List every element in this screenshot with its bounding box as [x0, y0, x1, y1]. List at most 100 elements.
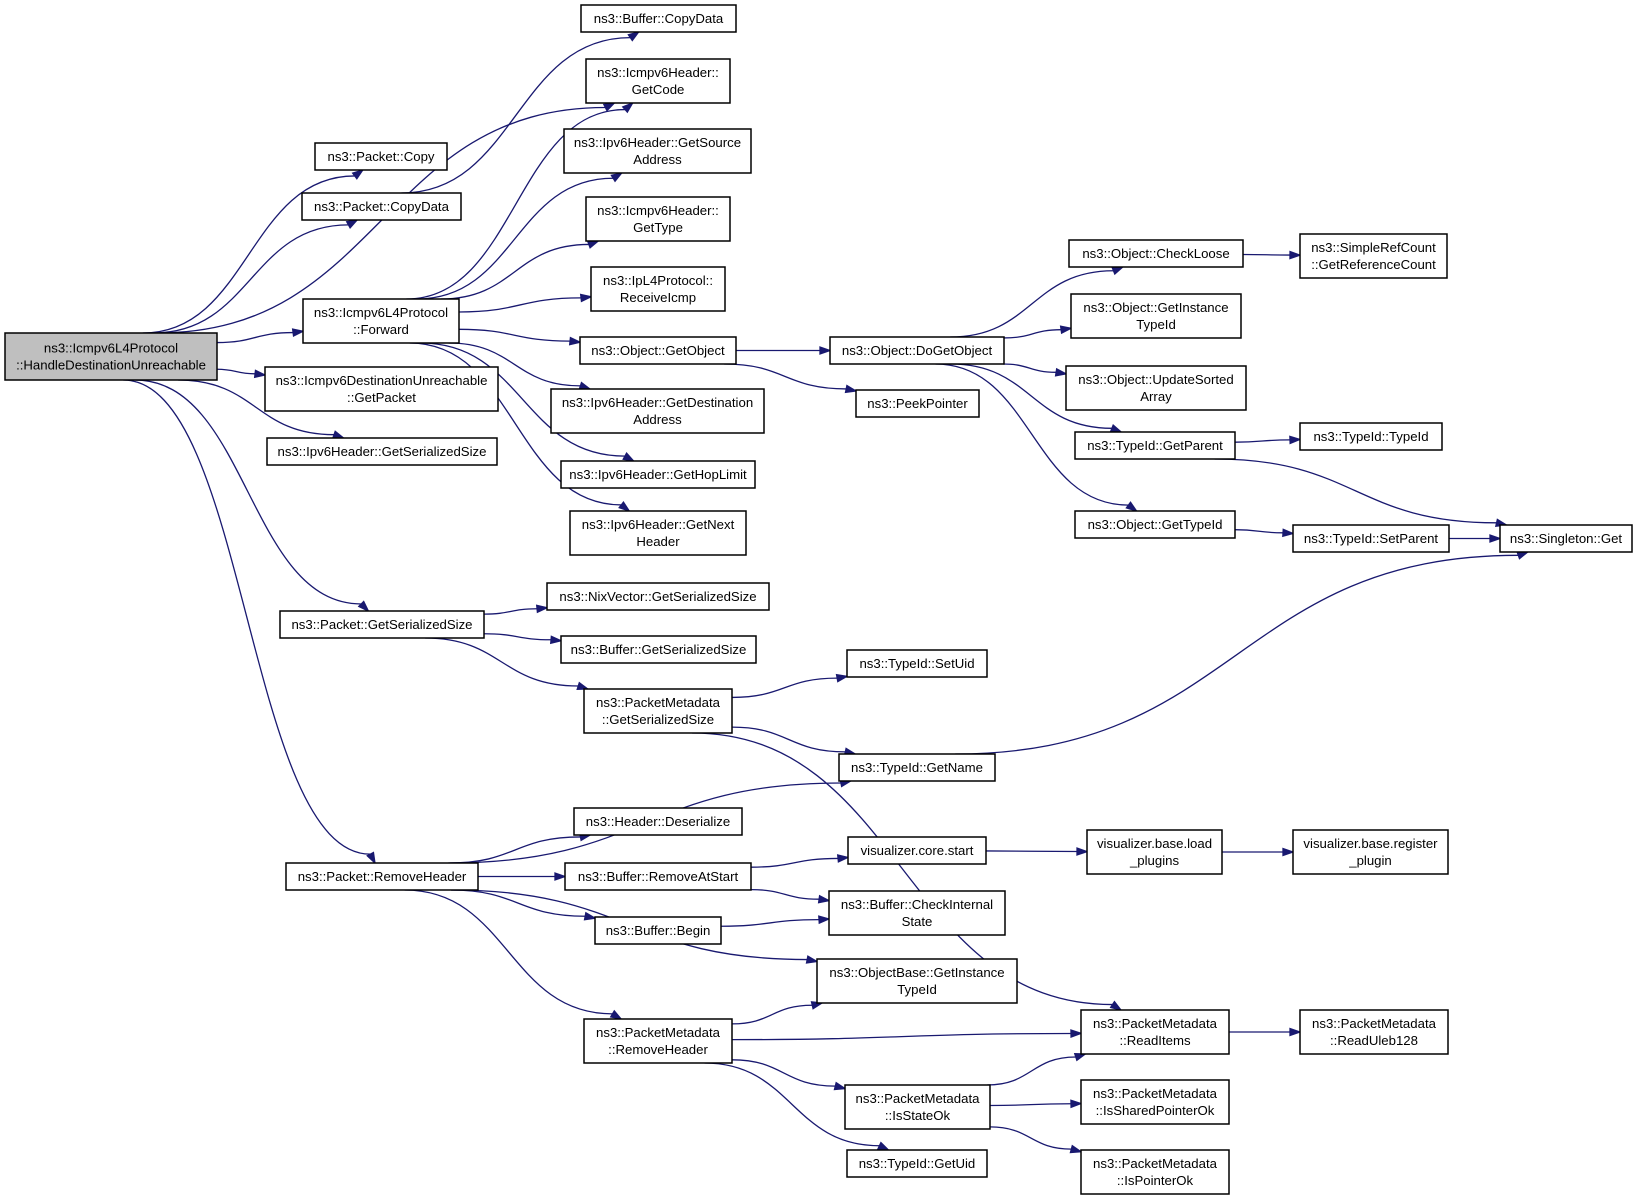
node-label: ns3::Ipv6Header::GetSerializedSize: [278, 444, 487, 459]
edge-line: [731, 726, 846, 753]
edge-arrowhead: [586, 240, 601, 249]
node-box: [1292, 829, 1449, 875]
node-object-gettypeid[interactable]: ns3::Object::GetTypeId: [1074, 510, 1236, 539]
edge-forward-to-ipv6_gethoplimit: [420, 342, 636, 462]
node-label: ns3::PacketMetadata: [856, 1091, 981, 1106]
edge-root-to-packet_removeheader: [123, 379, 376, 865]
node-box: [560, 460, 756, 489]
node-box: [1068, 239, 1244, 268]
node-packet-copy[interactable]: ns3::Packet::Copy: [314, 142, 448, 171]
node-buffer-copydata[interactable]: ns3::Buffer::CopyData: [580, 4, 737, 33]
node-label: GetCode: [632, 82, 685, 97]
node-typeid-getuid[interactable]: ns3::TypeId::GetUid: [846, 1149, 988, 1178]
node-root[interactable]: ns3::Icmpv6L4Protocol::HandleDestination…: [4, 332, 218, 381]
node-pm-isstateok[interactable]: ns3::PacketMetadata::IsStateOk: [844, 1084, 991, 1130]
node-typeid-getparent[interactable]: ns3::TypeId::GetParent: [1074, 431, 1236, 460]
edge-arrowhead: [357, 600, 370, 613]
node-box: [569, 510, 747, 556]
edge-line: [750, 888, 820, 900]
node-box: [1299, 233, 1448, 279]
node-pm-removeheader[interactable]: ns3::PacketMetadata::RemoveHeader: [583, 1018, 733, 1064]
edge-arrowhead: [817, 894, 831, 904]
node-simplerefcount[interactable]: ns3::SimpleRefCount::GetReferenceCount: [1299, 233, 1448, 279]
node-ipv6-gethoplimit[interactable]: ns3::Ipv6Header::GetHopLimit: [560, 460, 756, 489]
node-singleton-get[interactable]: ns3::Singleton::Get: [1499, 524, 1633, 553]
node-object-checkloose[interactable]: ns3::Object::CheckLoose: [1068, 239, 1244, 268]
edge-line: [420, 342, 625, 457]
edge-arrowhead: [1282, 847, 1295, 857]
node-typeid-getname[interactable]: ns3::TypeId::GetName: [838, 753, 996, 782]
node-label: ns3::Icmpv6Header::: [597, 203, 719, 218]
node-label: ns3::Ipv6Header::GetNext: [582, 517, 735, 532]
node-label: ns3::Singleton::Get: [1510, 531, 1623, 546]
node-object-getobject[interactable]: ns3::Object::GetObject: [579, 336, 737, 365]
node-buffer-removeatstart[interactable]: ns3::Buffer::RemoveAtStart: [564, 862, 752, 891]
node-box: [563, 128, 752, 174]
node-label: Header: [636, 534, 680, 549]
node-label: ns3::Ipv6Header::GetDestination: [562, 395, 753, 410]
node-typeid-typeid[interactable]: ns3::TypeId::TypeId: [1299, 422, 1443, 451]
edge-typeid_getparent-to-singleton_get: [1214, 458, 1509, 527]
edge-arrowhead: [351, 168, 365, 180]
node-pm-issharedpointerok[interactable]: ns3::PacketMetadata::IsSharedPointerOk: [1080, 1079, 1230, 1125]
edge-arrowhead: [1289, 250, 1302, 260]
edge-line: [440, 243, 589, 300]
node-visualizer-register-plugin[interactable]: visualizer.base.register_plugin: [1292, 829, 1449, 875]
node-pm-readuleb128[interactable]: ns3::PacketMetadata::ReadUleb128: [1299, 1009, 1449, 1055]
edge-arrowhead: [1516, 551, 1530, 560]
edge-arrowhead: [844, 384, 858, 394]
node-packet-removeheader[interactable]: ns3::Packet::RemoveHeader: [285, 862, 479, 891]
node-label: ::ReadItems: [1119, 1033, 1191, 1048]
node-label: TypeId: [897, 982, 937, 997]
node-box: [1080, 1149, 1230, 1195]
edge-arrowhead: [331, 430, 346, 439]
node-visualizer-core-start[interactable]: visualizer.core.start: [847, 836, 987, 865]
node-packet-copydata[interactable]: ns3::Packet::CopyData: [301, 192, 462, 221]
node-ipv6-getserializedsize[interactable]: ns3::Ipv6Header::GetSerializedSize: [266, 437, 498, 466]
node-box: [590, 266, 726, 312]
node-label: ns3::Icmpv6L4Protocol: [314, 305, 448, 320]
edge-pm_removeheader-to-objectbase_getinstancetypeid: [731, 1001, 824, 1025]
node-pm-ispointerok[interactable]: ns3::PacketMetadata::IsPointerOk: [1080, 1149, 1230, 1195]
node-visualizer-load-plugins[interactable]: visualizer.base.load_plugins: [1086, 829, 1223, 875]
node-label: State: [902, 914, 933, 929]
node-icmpv6-getcode[interactable]: ns3::Icmpv6Header::GetCode: [585, 58, 731, 104]
node-box: [838, 753, 996, 782]
node-label: ns3::Packet::GetSerializedSize: [291, 617, 472, 632]
node-packet-getserializedsize[interactable]: ns3::Packet::GetSerializedSize: [279, 610, 485, 639]
node-du-getpacket[interactable]: ns3::Icmpv6DestinationUnreachable::GetPa…: [264, 366, 499, 412]
node-label: ns3::TypeId::TypeId: [1313, 429, 1428, 444]
node-label: ns3::PacketMetadata: [596, 695, 721, 710]
node-nixvector-getserializedsize[interactable]: ns3::NixVector::GetSerializedSize: [546, 582, 770, 611]
edge-object_getobject-to-object_dogetobject: [736, 346, 832, 355]
node-buffer-getserializedsize[interactable]: ns3::Buffer::GetSerializedSize: [560, 635, 757, 664]
edge-pm_removeheader-to-pm_readitems: [731, 1029, 1083, 1041]
node-typeid-setparent[interactable]: ns3::TypeId::SetParent: [1292, 524, 1450, 553]
edge-packet_removeheader-to-buffer_removeatstart: [478, 872, 567, 881]
node-ipl4-receiveicmp[interactable]: ns3::IpL4Protocol::ReceiveIcmp: [590, 266, 726, 312]
node-label: ns3::TypeId::GetParent: [1087, 438, 1223, 453]
edge-forward-to-ipv6_getsource: [416, 171, 624, 300]
node-icmpv6-gettype[interactable]: ns3::Icmpv6Header::GetType: [585, 196, 731, 242]
node-label: ns3::TypeId::GetName: [851, 760, 983, 775]
node-label: ns3::PeekPointer: [867, 396, 968, 411]
node-pm-readitems[interactable]: ns3::PacketMetadata::ReadItems: [1080, 1009, 1230, 1055]
node-header-deserialize[interactable]: ns3::Header::Deserialize: [573, 807, 743, 836]
node-typeid-setuid[interactable]: ns3::TypeId::SetUid: [846, 649, 988, 678]
node-pm-getserializedsize[interactable]: ns3::PacketMetadata::GetSerializedSize: [583, 688, 733, 734]
edge-buffer_removeatstart-to-visualizer_core_start: [750, 854, 850, 868]
node-box: [1292, 524, 1450, 553]
node-object-dogetobject[interactable]: ns3::Object::DoGetObject: [829, 336, 1005, 365]
node-peekpointer[interactable]: ns3::PeekPointer: [855, 389, 980, 418]
node-forward[interactable]: ns3::Icmpv6L4Protocol::Forward: [302, 298, 460, 344]
node-label: Array: [1140, 389, 1172, 404]
node-buffer-begin[interactable]: ns3::Buffer::Begin: [594, 916, 722, 945]
node-label: visualizer.core.start: [861, 843, 974, 858]
